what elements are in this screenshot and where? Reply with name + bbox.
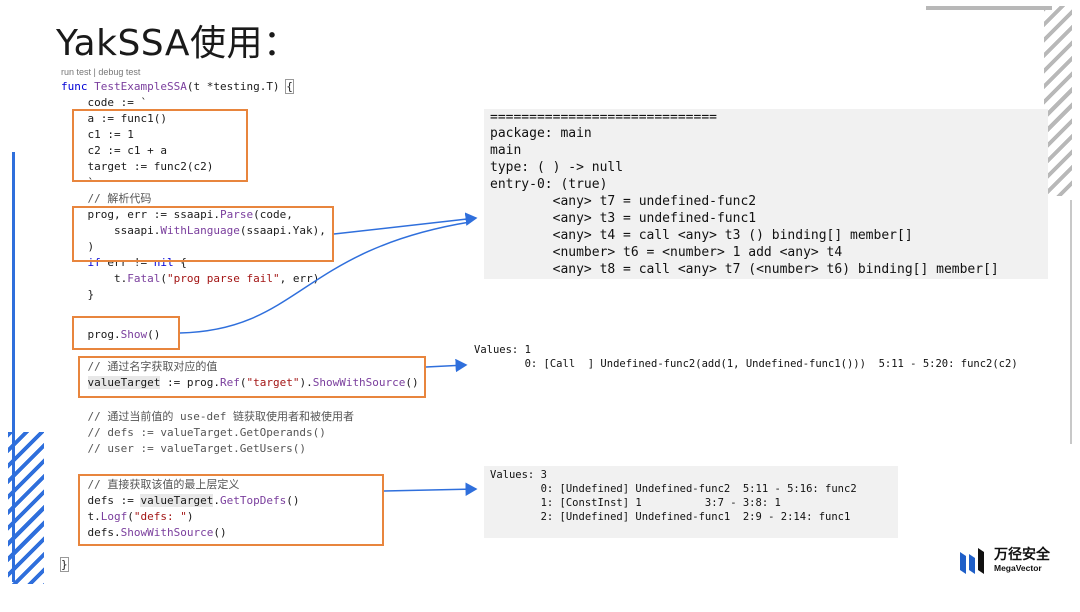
top-right-stripes-decor [1044,6,1072,196]
output-line: package: main [490,126,592,141]
code-line-1: func TestExampleSSA(t *testing.T) { [61,79,294,94]
highlight-box-topdefs [78,474,384,546]
code-line-21: // 通过当前值的 use-def 链获取使用者和被使用者 [61,410,354,423]
output-line: type: ( ) -> null [490,160,624,175]
bottom-left-stripes-decor [8,432,44,584]
code-line-14: } [61,288,95,301]
code-line-9: prog, err := ssaapi.Parse(code, [61,208,293,221]
output-line: 0: [Call ] Undefined-func2(add(1, Undefi… [474,358,1018,370]
brand-name-en: MegaVector [994,563,1042,573]
code-line-10: ssaapi.WithLanguage(ssaapi.Yak), [61,224,326,237]
code-line-23: // user := valueTarget.GetUsers() [61,442,307,455]
code-line-3: a := func1() [61,112,167,125]
code-line-19: valueTarget := prog.Ref("target").ShowWi… [87,376,419,389]
arrow-parse-to-output [333,212,478,235]
code-line-8: // 解析代码 [61,192,152,205]
code-line-7: ` [61,176,95,189]
code-line-16: prog.Show() [61,328,161,341]
code-line-28: defs.ShowWithSource() [61,526,227,539]
output-line: <any> t8 = call <any> t7 (<number> t6) b… [490,262,999,277]
code-line-25: // 直接获取该值的最上层定义 [61,478,240,491]
output-line: main [490,143,522,158]
arrow-show-to-output [179,221,471,334]
code-line-5: c2 := c1 + a [61,144,167,157]
arrow-topdefs-to-output [383,482,478,496]
code-line-18: // 通过名字获取对应的值 [61,360,218,373]
output-line: <any> t7 = undefined-func2 [490,194,757,209]
megavector-logo-icon [960,548,984,574]
output-panel-ref: Values: 1 0: [Call ] Undefined-func2(add… [472,342,1066,374]
top-right-decor-line [926,6,1052,10]
code-line-22: // defs := valueTarget.GetOperands() [61,426,326,439]
output-line: <any> t4 = call <any> t3 () binding[] me… [490,228,913,243]
code-line-30: } [60,557,69,572]
output-line: 2: [Undefined] Undefined-func1 2:9 - 2:1… [490,511,851,523]
code-line-2: code := ` [61,96,148,109]
right-decor-line [1070,200,1072,444]
output-panel-show: ============================= package: m… [484,109,1048,279]
arrow-ref-to-output [425,358,468,373]
codelens-run-debug[interactable]: run test | debug test [61,67,141,77]
output-panel-topdefs: Values: 3 0: [Undefined] Undefined-func2… [484,466,898,538]
highlight-box-ref [78,356,426,398]
highlight-box-source [72,109,248,182]
code-line-4: c1 := 1 [61,128,134,141]
output-line: 1: [ConstInst] 1 3:7 - 3:8: 1 [490,497,781,509]
code-line-26: defs := valueTarget.GetTopDefs() [61,494,300,507]
output-line: <any> t3 = undefined-func1 [490,211,757,226]
left-blue-decor-line [12,152,15,582]
code-line-12: if err != nil { [87,256,187,269]
highlight-box-show [72,316,180,350]
output-line: Values: 1 [474,344,531,356]
brand-name-cn: 万径安全 [994,547,1050,563]
code-line-6: target := func2(c2) [61,160,214,173]
code-line-27: t.Logf("defs: ") [61,510,194,523]
output-line: entry-0: (true) [490,177,608,192]
output-line: ============================= [490,110,717,125]
code-line-11: ) [61,240,95,253]
output-line: 0: [Undefined] Undefined-func2 5:11 - 5:… [490,483,857,495]
highlight-box-parse [72,206,334,262]
output-line: Values: 3 [490,469,547,481]
output-line: <number> t6 = <number> 1 add <any> t4 [490,245,843,260]
code-line-13: t.Fatal("prog parse fail", err) [61,272,320,285]
slide-title: YakSSA使用： [56,23,300,64]
